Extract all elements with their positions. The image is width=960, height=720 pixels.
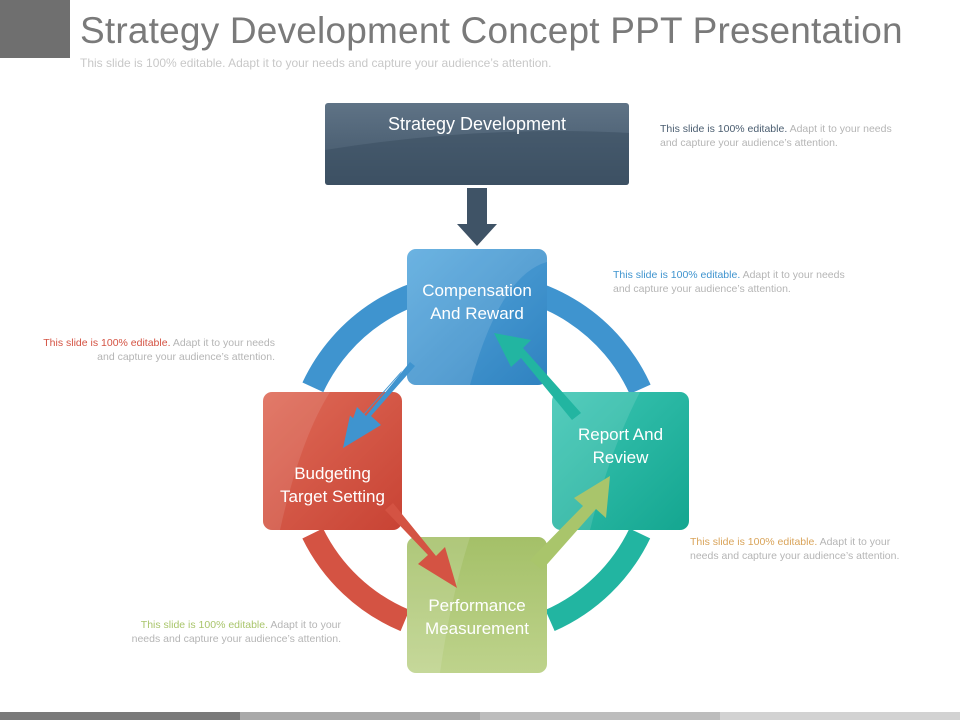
stage-label-performance-line2: Measurement xyxy=(425,619,529,638)
arrow-blue-to-budgeting-body xyxy=(343,362,415,448)
down-arrow-icon xyxy=(457,188,497,246)
ring-arc-teal xyxy=(545,528,651,632)
note-budgeting-lead: This slide is 100% editable. xyxy=(43,337,171,349)
note-compensation-rest: Adapt it to your needs and capture your … xyxy=(613,269,845,295)
note-performance-rest: Adapt it to your needs and capture your … xyxy=(131,619,341,645)
stage-box-compensation-sheen xyxy=(407,249,547,385)
stage-label-report-line1: Report And xyxy=(577,425,664,444)
stage-label-performance-line1: Performance xyxy=(428,596,526,615)
footer-bar-segment-3 xyxy=(480,712,720,720)
note-compensation-lead: This slide is 100% editable. xyxy=(613,269,741,281)
stage-label-budgeting: Budgeting Target Setting xyxy=(263,462,402,508)
note-top-right: This slide is 100% editable. Adapt it to… xyxy=(660,122,895,150)
note-performance-lead: This slide is 100% editable. xyxy=(140,619,269,631)
arrow-teal-to-compensation xyxy=(494,333,581,420)
note-budgeting: This slide is 100% editable. Adapt it to… xyxy=(40,336,275,364)
stage-box-performance-sheen xyxy=(407,537,470,673)
note-compensation: This slide is 100% editable. Adapt it to… xyxy=(613,268,848,296)
stage-box-budgeting-sheen xyxy=(263,392,330,530)
footer-bar-segment-2 xyxy=(240,712,480,720)
stage-label-compensation-line1: Compensation xyxy=(422,281,532,300)
footer-bar-segment-4 xyxy=(720,712,960,720)
arrow-green-to-report xyxy=(530,476,610,570)
note-top-right-lead: This slide is 100% editable. xyxy=(660,123,788,135)
slide-subtitle: This slide is 100% editable. Adapt it to… xyxy=(80,56,552,70)
note-top-right-rest: Adapt it to your needs and capture your … xyxy=(660,123,892,149)
note-performance: This slide is 100% editable. Adapt it to… xyxy=(110,618,341,646)
corner-accent-block xyxy=(0,0,70,58)
note-report-lead: This slide is 100% editable. xyxy=(690,536,818,548)
slide-title: Strategy Development Concept PPT Present… xyxy=(80,10,903,51)
note-report: This slide is 100% editable. Adapt it to… xyxy=(690,535,915,563)
header-box-shade xyxy=(325,131,629,185)
header-label: Strategy Development xyxy=(387,114,567,134)
stage-label-compensation: Compensation And Reward xyxy=(407,279,547,325)
arrow-red-to-performance xyxy=(385,503,457,588)
stage-label-compensation-line2: And Reward xyxy=(430,304,524,323)
stage-label-budgeting-line2: Target Setting xyxy=(280,487,385,506)
stage-label-performance: Performance Measurement xyxy=(407,594,547,640)
footer-bar-segment-1 xyxy=(0,712,240,720)
note-report-rest: Adapt it to your needs and capture your … xyxy=(690,536,900,562)
note-budgeting-rest: Adapt it to your needs and capture your … xyxy=(97,337,275,363)
ring-arc-red xyxy=(302,528,410,632)
stage-label-report: Report And Review xyxy=(552,423,689,469)
stage-label-report-line2: Review xyxy=(592,448,649,467)
stage-box-report-sheen xyxy=(552,392,640,530)
stage-label-budgeting-line1: Budgeting xyxy=(294,464,371,483)
